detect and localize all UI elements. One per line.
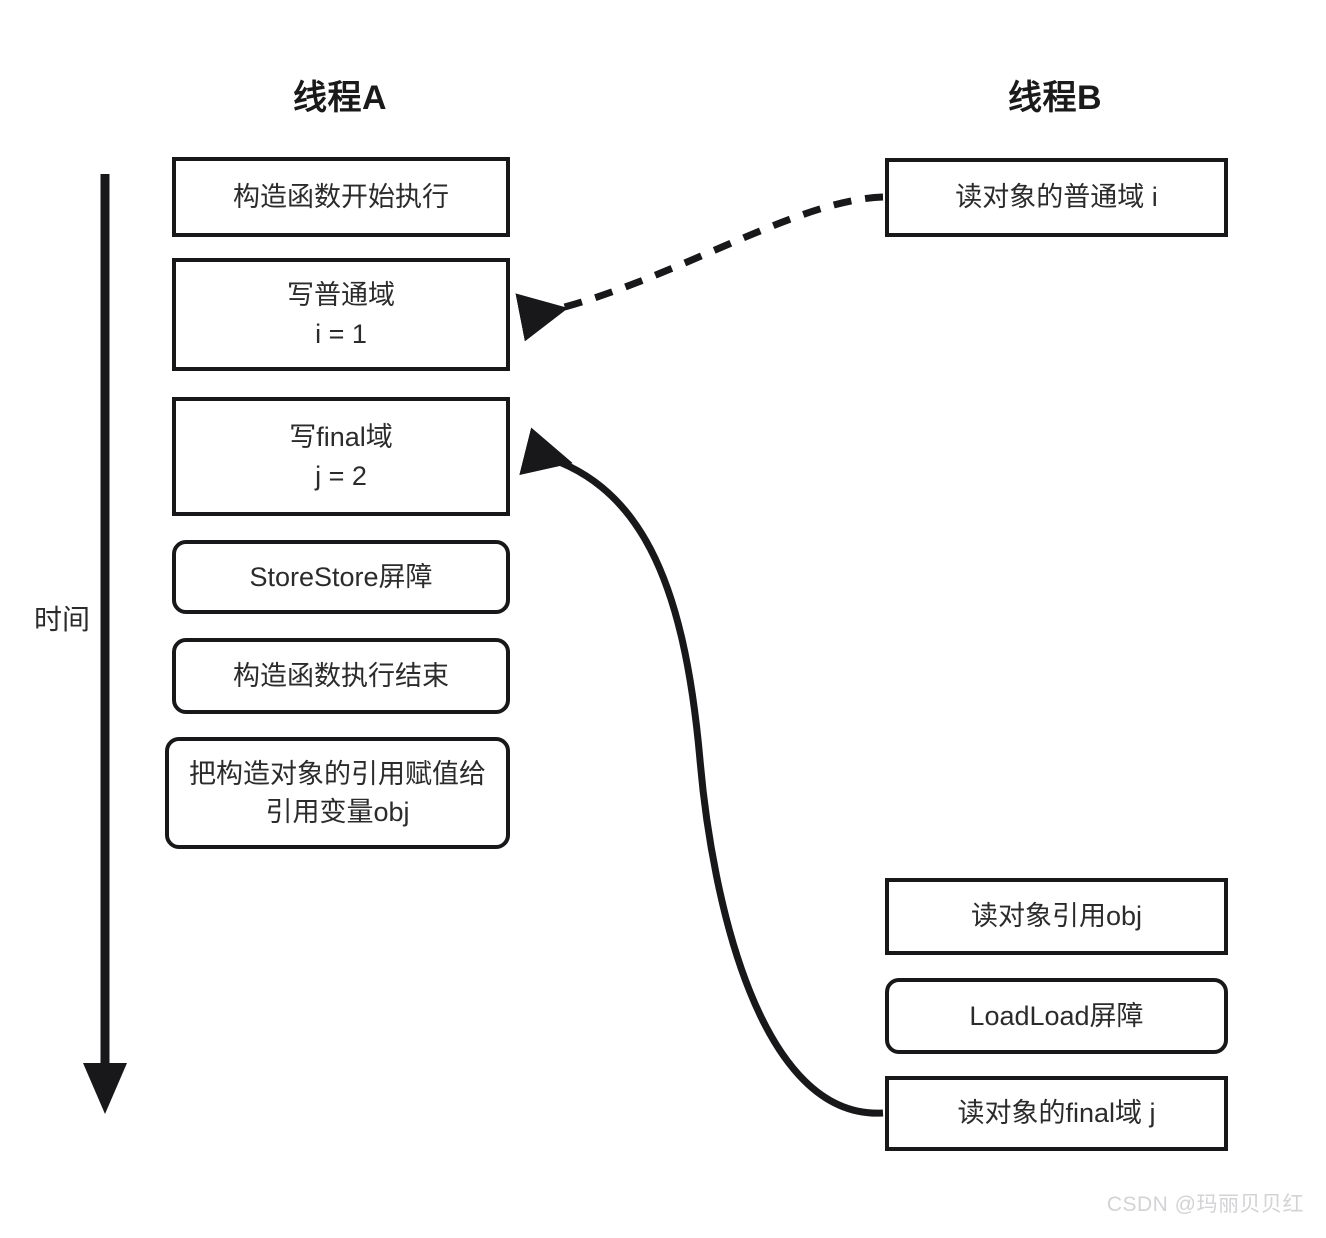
step-box-storestore-barrier[interactable]: StoreStore屏障 — [172, 540, 510, 614]
step-label: LoadLoad屏障 — [969, 1000, 1144, 1031]
step-box-constructor-end[interactable]: 构造函数执行结束 — [172, 638, 510, 714]
watermark-text: CSDN @玛丽贝贝红 — [1106, 1193, 1304, 1216]
solid-arrow-read-final-field — [519, 427, 884, 1117]
step-label: 读对象的final域 j — [957, 1098, 1156, 1129]
time-axis-label: 时间 — [33, 604, 90, 635]
step-box-loadload-barrier[interactable]: LoadLoad屏障 — [885, 978, 1228, 1054]
step-box-assign-reference-obj[interactable]: 把构造对象的引用赋值给引用变量obj — [165, 737, 510, 849]
step-label: 读对象引用obj — [970, 901, 1143, 932]
step-box-read-normal-field[interactable]: 读对象的普通域 i — [885, 158, 1228, 237]
dashed-arrow-read-normal-field — [515, 193, 884, 342]
step-label: 把构造对象的引用赋值给引用变量obj — [189, 758, 486, 827]
step-box-read-final-field[interactable]: 读对象的final域 j — [885, 1076, 1228, 1151]
step-label: 读对象的普通域 i — [955, 182, 1158, 213]
step-box-read-object-reference[interactable]: 读对象引用obj — [885, 878, 1228, 955]
step-label: 构造函数开始执行 — [233, 181, 449, 212]
thread-a-title: 线程A — [292, 79, 388, 117]
step-box-constructor-start[interactable]: 构造函数开始执行 — [172, 157, 510, 237]
step-label: 构造函数执行结束 — [233, 660, 449, 691]
step-label: StoreStore屏障 — [249, 561, 433, 592]
time-axis-arrow-icon — [83, 174, 127, 1114]
thread-b-title: 线程B — [1007, 79, 1103, 117]
